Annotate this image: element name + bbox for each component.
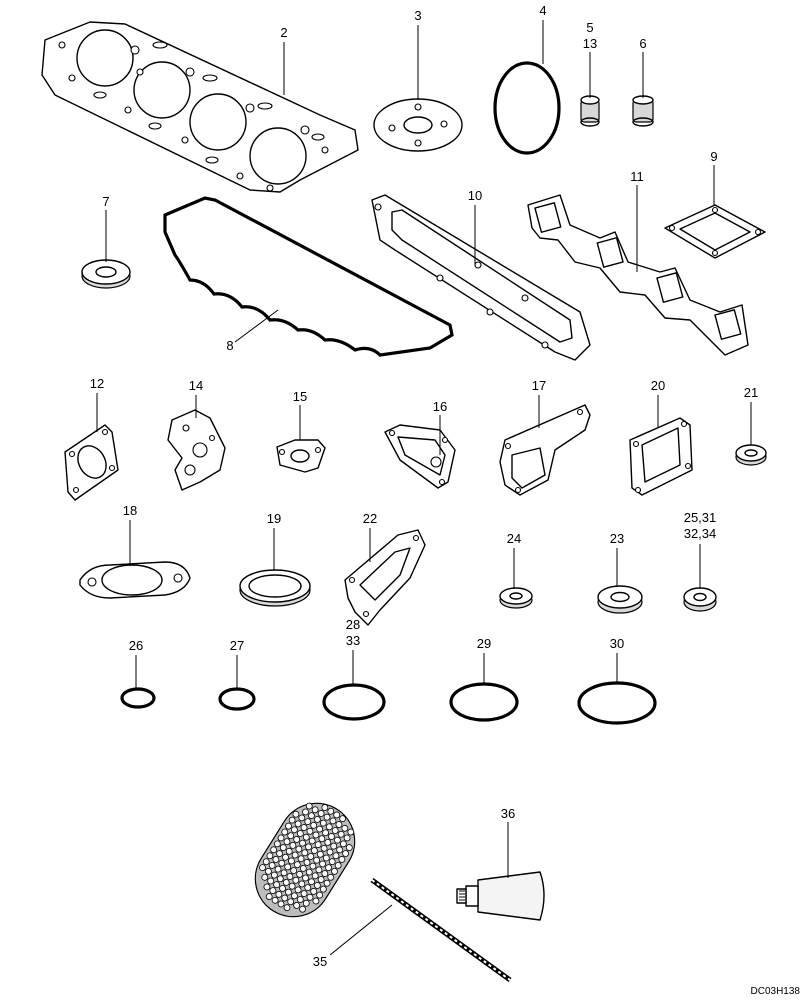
- callout-32-34: 32,34: [684, 526, 717, 541]
- gasket-12-part[interactable]: [64, 424, 119, 501]
- callout-26: 26: [129, 638, 143, 653]
- callout-36: 36: [501, 806, 515, 821]
- callout-15: 15: [293, 389, 307, 404]
- callout-11: 11: [630, 169, 644, 184]
- callout-19: 19: [267, 511, 281, 526]
- callout-4: 4: [539, 3, 546, 18]
- o-ring-29-part[interactable]: [449, 682, 519, 722]
- gasket-18-part[interactable]: [79, 561, 191, 599]
- gasket-20-part[interactable]: [629, 417, 693, 496]
- callout-18: 18: [123, 503, 137, 518]
- callout-10: 10: [468, 188, 482, 203]
- o-ring-28-part[interactable]: [322, 683, 386, 721]
- callout-8: 8: [226, 338, 233, 353]
- exhaust-gasket-11-part[interactable]: [527, 194, 749, 356]
- callout-24: 24: [507, 531, 521, 546]
- flange-gasket-part[interactable]: [373, 98, 463, 152]
- o-ring-30-part[interactable]: [577, 681, 657, 725]
- callout-28: 28: [346, 617, 360, 632]
- callout-16: 16: [433, 399, 447, 414]
- callout-7: 7: [102, 194, 109, 209]
- leader-35: [329, 904, 393, 956]
- valve-seal-part[interactable]: [580, 95, 600, 127]
- callout-21: 21: [744, 385, 758, 400]
- callout-12: 12: [90, 376, 104, 391]
- hone-brush-part[interactable]: [241, 789, 512, 983]
- square-gasket-9-part[interactable]: [664, 204, 766, 259]
- washer-24-part[interactable]: [499, 587, 533, 609]
- callout-20: 20: [651, 378, 665, 393]
- gasket-14-part[interactable]: [167, 409, 226, 491]
- callout-33: 33: [346, 633, 360, 648]
- callout-30: 30: [610, 636, 624, 651]
- gasket-17-part[interactable]: [499, 404, 591, 496]
- o-ring-27-part[interactable]: [218, 687, 256, 711]
- callout-2: 2: [280, 25, 287, 40]
- drawing-code: DC03H138: [751, 986, 801, 997]
- callout-23: 23: [610, 531, 624, 546]
- callout-5: 5: [586, 20, 593, 35]
- valve-cover-gasket-part[interactable]: [163, 196, 454, 357]
- callout-27: 27: [230, 638, 244, 653]
- o-ring-26-part[interactable]: [120, 687, 156, 709]
- callout-35: 35: [313, 954, 327, 969]
- washer-23-part[interactable]: [597, 585, 643, 614]
- ring-19-part[interactable]: [239, 569, 311, 607]
- callout-14: 14: [189, 378, 203, 393]
- gasket-22-part[interactable]: [344, 529, 426, 626]
- callout-13: 13: [583, 36, 597, 51]
- washer-21-part[interactable]: [735, 444, 767, 466]
- callout-22: 22: [363, 511, 377, 526]
- gasket-16-part[interactable]: [384, 424, 456, 489]
- callout-25-31: 25,31: [684, 510, 717, 525]
- o-ring-4-part[interactable]: [493, 61, 561, 155]
- gasket-15-part[interactable]: [276, 439, 326, 473]
- sealant-tube-part[interactable]: [456, 871, 545, 921]
- callout-3: 3: [414, 8, 421, 23]
- callout-29: 29: [477, 636, 491, 651]
- seal-6-part[interactable]: [632, 95, 654, 127]
- leader-8: [234, 309, 279, 343]
- washer-7-part[interactable]: [81, 259, 131, 289]
- callout-17: 17: [532, 378, 546, 393]
- washer-25-part[interactable]: [683, 587, 717, 612]
- intake-gasket-10-part[interactable]: [371, 194, 591, 361]
- callout-9: 9: [710, 149, 717, 164]
- callout-6: 6: [639, 36, 646, 51]
- head-gasket-part[interactable]: [41, 21, 359, 193]
